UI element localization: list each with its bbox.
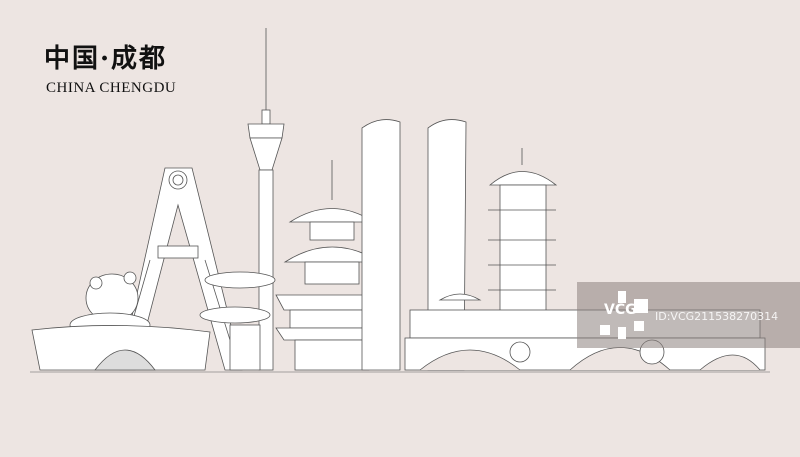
- spiral-structure: [199, 271, 276, 371]
- vcg-logo-icon: [600, 291, 648, 339]
- title-english: CHINA CHENGDU: [46, 80, 177, 96]
- tall-pagoda: [488, 148, 558, 316]
- title-chinese: 中国·成都: [44, 44, 168, 74]
- twin-towers: [361, 119, 467, 371]
- watermark-id: ID:VCG211538270314: [655, 310, 779, 323]
- pagoda: [275, 160, 389, 371]
- watermark-band: [577, 282, 800, 348]
- watermark-brand: VCG: [604, 302, 637, 318]
- arena-building: [31, 325, 211, 371]
